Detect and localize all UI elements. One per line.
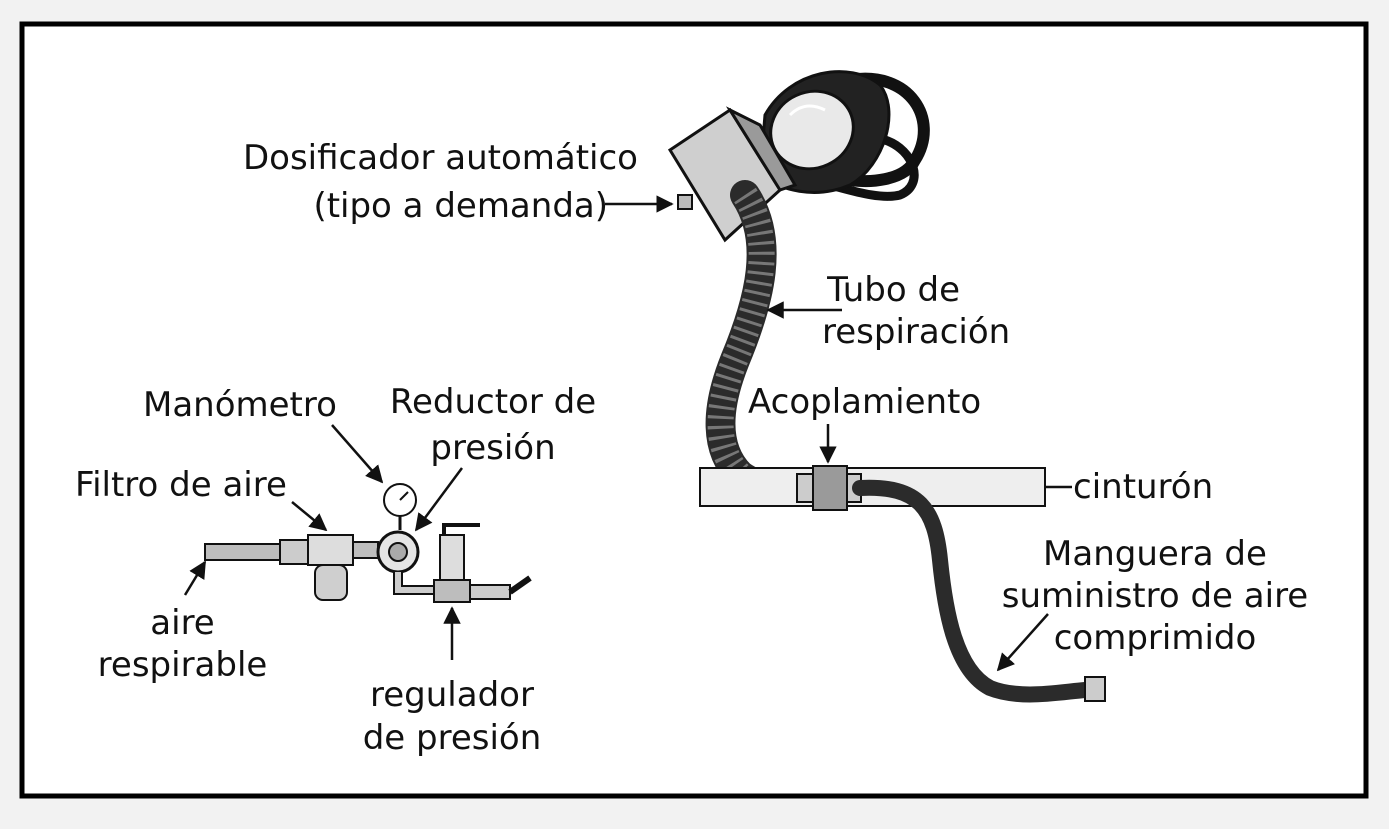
label-filtro: Filtro de aire [75,465,287,505]
supply-hose [852,479,1093,703]
arrow-reductor [414,467,464,532]
label-manguera-2: suministro de aire [1001,576,1309,616]
label-manguera-1: Manguera de [1043,534,1267,574]
label-regulador-1: regulador [370,675,534,715]
label-cinturon: cinturón [1073,467,1214,507]
arrow-filtro [291,501,328,532]
face-mask [758,70,930,201]
label-regulador-2: de presión [362,718,542,758]
label-reductor-1: Reductor de [389,382,597,422]
hose-end-fitting [1084,676,1106,702]
air-supply-unit [204,483,532,603]
arrow-manometro [331,424,384,484]
label-aire-1: aire [150,603,215,643]
label-tubo-1: Tubo de [827,270,960,310]
label-reductor-2: presión [430,428,556,468]
label-dosificador-1: Dosificador automático [242,138,638,178]
label-manguera-3: comprimido [1053,618,1257,658]
label-manometro: Manómetro [143,385,337,425]
leader-arrows [183,195,1072,672]
label-dosificador-2: (tipo a demanda) [313,186,608,226]
label-tubo-2: respiración [822,312,1011,352]
arrow-manguera [996,613,1049,672]
label-acoplamiento: Acoplamiento [748,382,982,422]
arrow-aire [183,560,207,596]
label-aire-2: respirable [97,645,268,685]
